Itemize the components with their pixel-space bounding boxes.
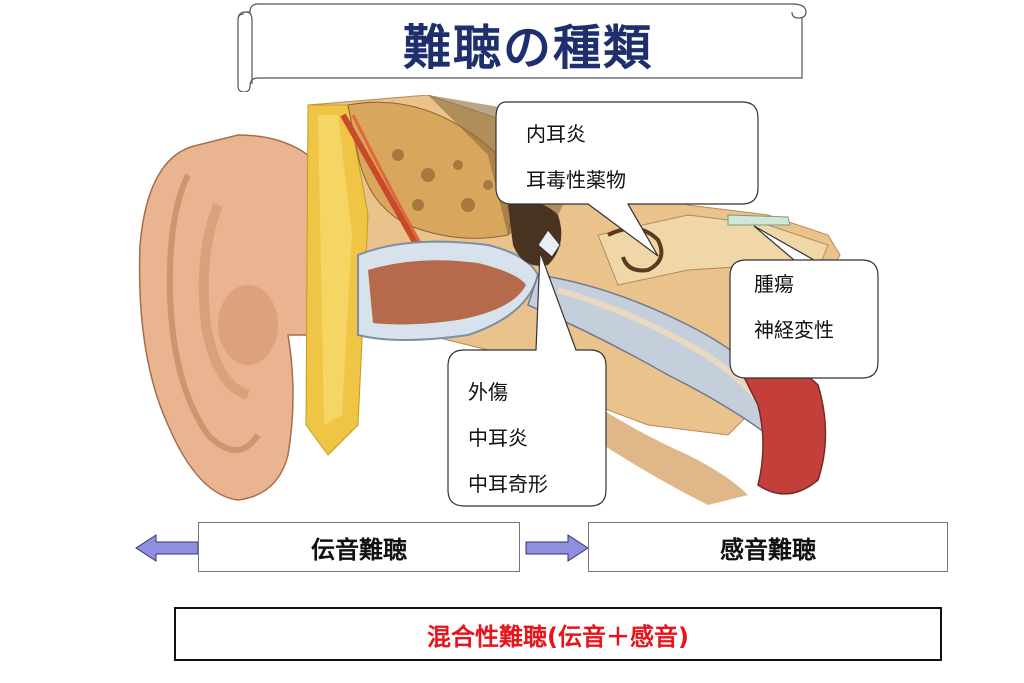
callout-inner-ear bbox=[495, 101, 759, 257]
right-arrow-icon bbox=[525, 534, 589, 562]
page-title: 難聴の種類 bbox=[402, 20, 653, 76]
callout-nerve-line-2: 神経変性 bbox=[754, 318, 834, 342]
conductive-hearing-loss-box: 伝音難聴 bbox=[198, 522, 520, 572]
mixed-hearing-loss-label: 混合性難聴(伝音＋感音) bbox=[427, 622, 689, 651]
callout-nerve bbox=[729, 225, 879, 379]
callout-middle-ear-line-2: 中耳炎 bbox=[468, 426, 528, 450]
callout-inner-ear-line-2: 耳毒性薬物 bbox=[526, 168, 626, 192]
callout-middle-ear-line-1: 外傷 bbox=[468, 380, 508, 404]
callout-nerve-line-1: 腫瘍 bbox=[754, 272, 794, 296]
title-banner bbox=[237, 3, 807, 92]
callout-inner-ear-line-1: 内耳炎 bbox=[526, 122, 586, 146]
conductive-hearing-loss-label: 伝音難聴 bbox=[311, 535, 407, 564]
callout-middle-ear bbox=[447, 251, 607, 507]
left-arrow-icon bbox=[135, 534, 199, 562]
sensorineural-hearing-loss-label: 感音難聴 bbox=[720, 535, 816, 564]
sensorineural-hearing-loss-box: 感音難聴 bbox=[588, 522, 948, 572]
callout-middle-ear-line-3: 中耳奇形 bbox=[468, 472, 548, 496]
mixed-hearing-loss-box: 混合性難聴(伝音＋感音) bbox=[174, 607, 942, 661]
